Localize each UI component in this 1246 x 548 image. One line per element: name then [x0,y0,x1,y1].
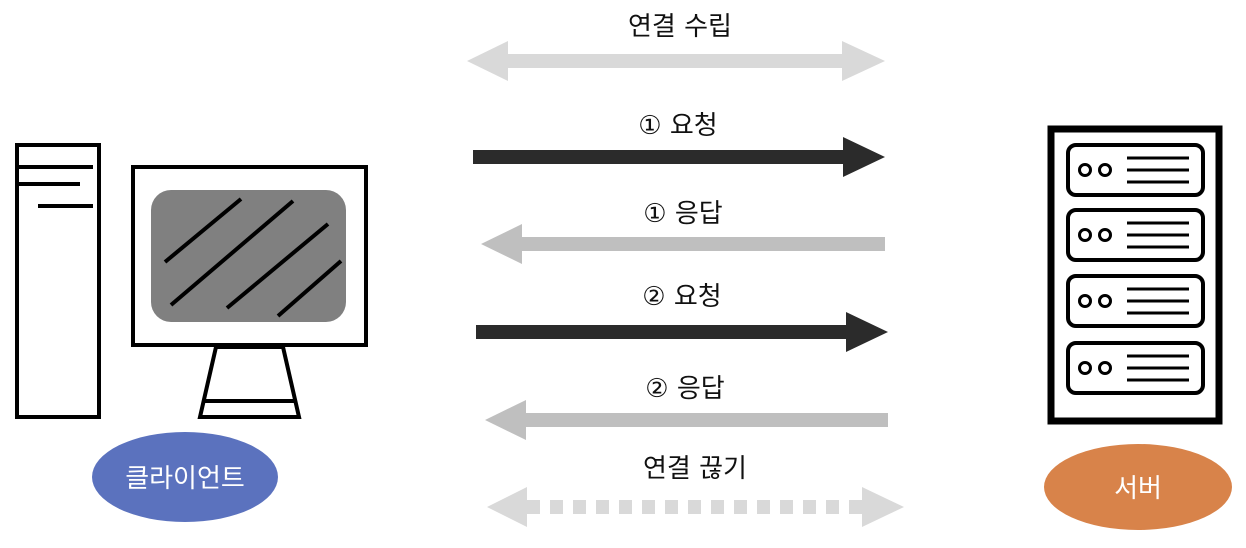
screen-glare-1 [163,197,243,264]
monitor-screen [151,190,346,322]
server-unit-3 [1066,274,1205,328]
flow-disconnect-arrowhead-left [487,487,527,527]
server-label: 서버 [1114,474,1162,504]
flow-disconnect-label: 연결 끊기 [643,454,747,484]
client-badge [92,432,278,522]
pc-tower [15,143,101,419]
flow-response-1-label: ① 응답 [643,199,722,229]
screen-glare-4 [276,259,343,318]
desktop-computer-icon [15,143,368,419]
server-unit-2 [1066,208,1205,262]
flow-response-2: ② 응답 [485,374,888,440]
server-node: 서버 [1044,444,1232,530]
server-unit-1 [1066,143,1205,197]
flow-response-2-label: ② 응답 [645,374,724,404]
flow-connect-label: 연결 수립 [628,12,732,42]
flow-request-1: ① 요청 [473,111,885,177]
flow-connect: 연결 수립 [467,12,885,81]
flow-response-1-arrow [481,224,885,264]
flow-request-2: ② 요청 [476,282,888,352]
server-rack-icon [1047,125,1223,425]
flow-connect-arrow [467,41,885,81]
flow-request-2-label: ② 요청 [642,282,721,312]
flow-request-2-arrow [476,312,888,352]
flow-request-1-label: ① 요청 [638,111,717,141]
monitor-stand [197,345,302,419]
screen-glare-3 [225,222,330,310]
screen-glare-2 [169,199,295,307]
flow-response-2-arrow [485,400,888,440]
client-node: 클라이언트 [92,432,278,522]
flow-disconnect-arrowhead-right [862,487,904,527]
flow-disconnect: 연결 끊기 [487,454,904,527]
server-badge [1044,444,1232,530]
server-unit-4 [1066,341,1205,395]
flow-response-1: ① 응답 [481,199,885,264]
client-label: 클라이언트 [125,464,245,494]
flow-request-1-arrow [473,137,885,177]
